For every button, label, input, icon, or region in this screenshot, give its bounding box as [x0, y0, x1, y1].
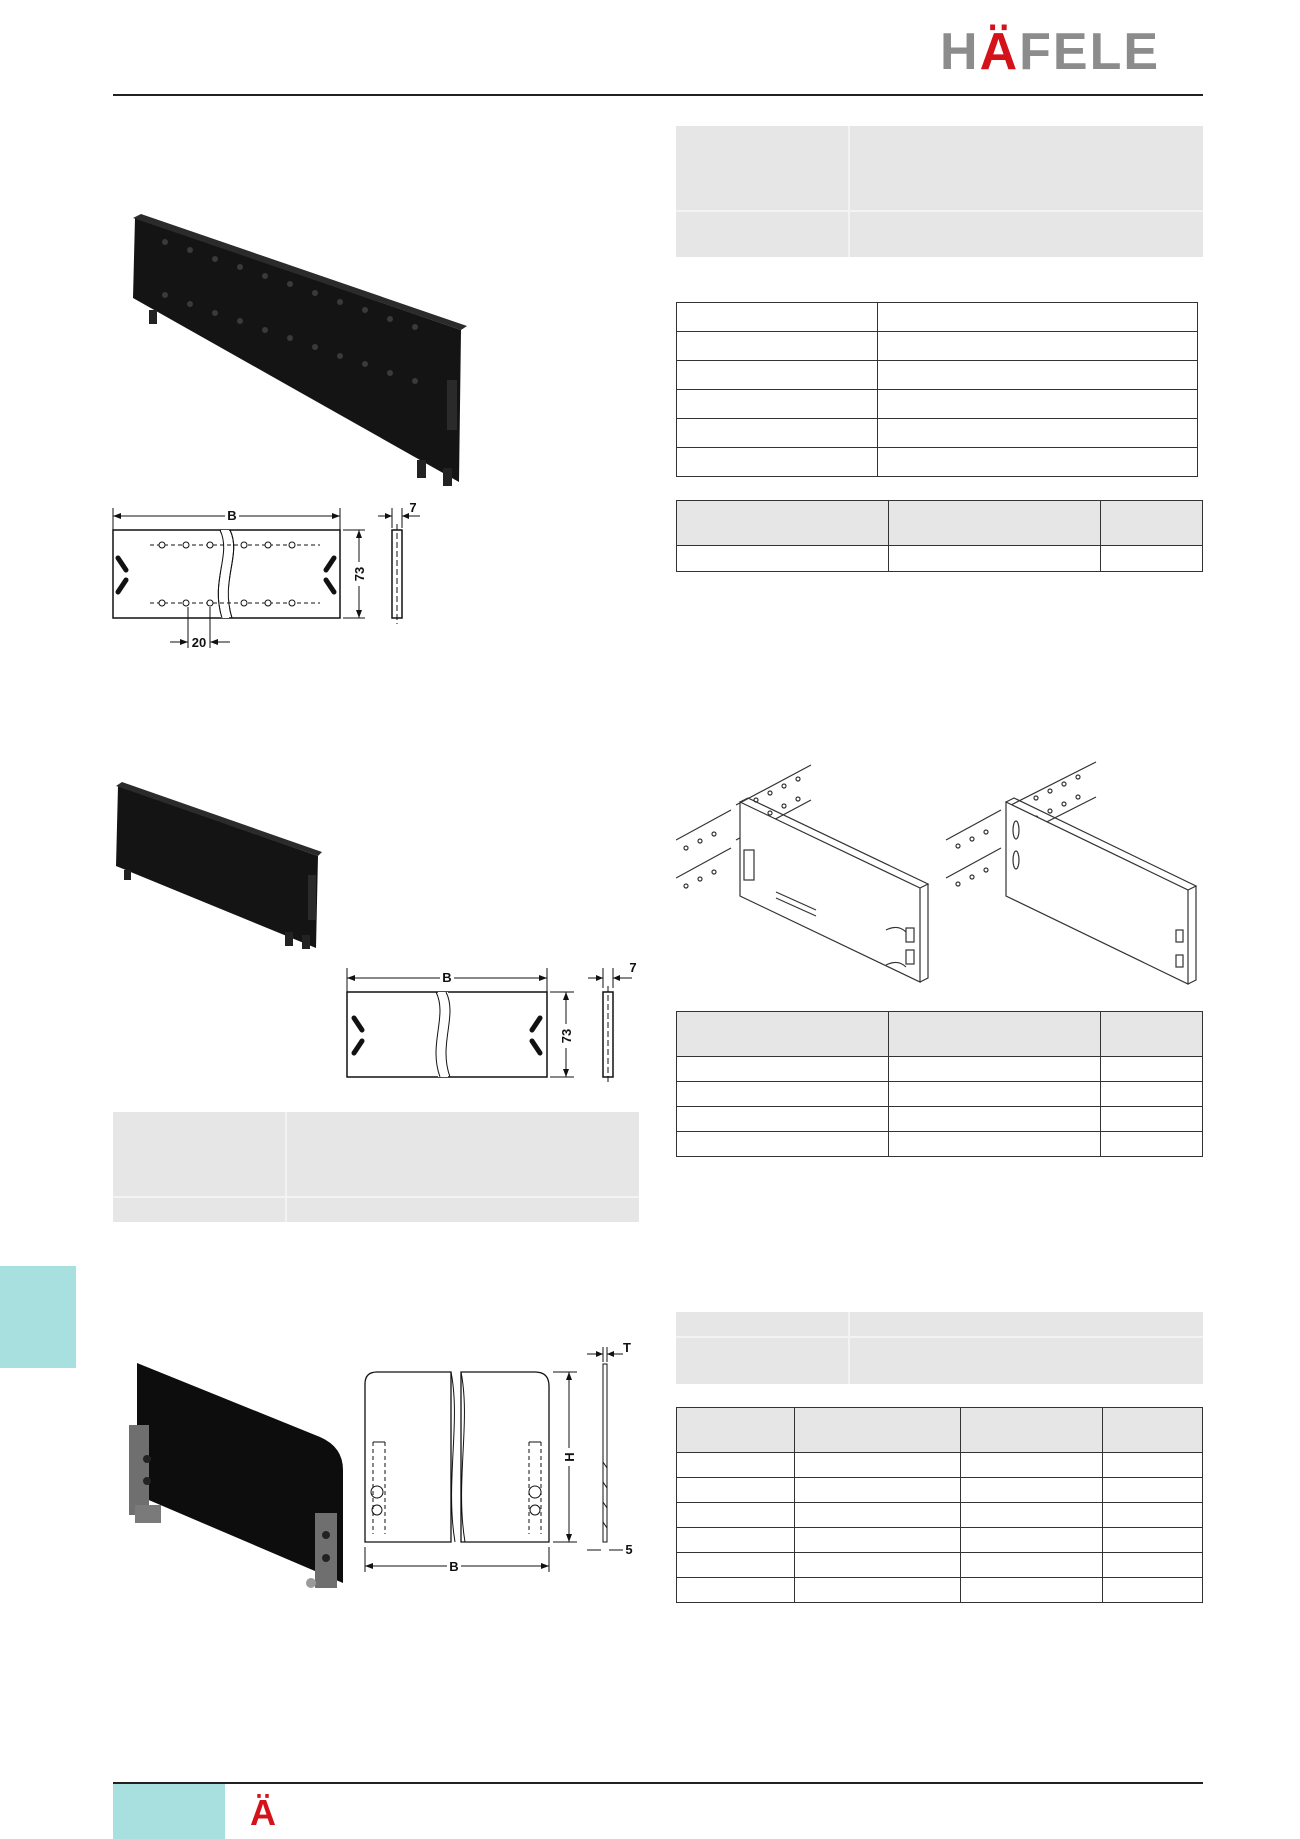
footer-brand-mark: Ä [250, 1792, 276, 1833]
installation-illustration [676, 761, 1198, 985]
table-header-cell [1100, 500, 1203, 546]
table-cell [676, 1106, 889, 1132]
table-header-cell [676, 1011, 889, 1057]
table-cell [1102, 1552, 1203, 1578]
table-header-cell [1100, 1011, 1203, 1057]
table-cell [877, 302, 1198, 332]
footer-rule [113, 1782, 1203, 1784]
table-header-cell [960, 1407, 1103, 1453]
table-cell [888, 1056, 1101, 1082]
dim-label-73: 73 [559, 1029, 574, 1043]
dim-label-20: 20 [192, 635, 206, 650]
table-cell [1102, 1452, 1203, 1478]
table-cell [960, 1577, 1103, 1603]
table-cell [1100, 1056, 1203, 1082]
table-cell [888, 545, 1101, 572]
table-cell [794, 1552, 961, 1578]
table-cell [676, 1552, 795, 1578]
table-cell [960, 1452, 1103, 1478]
dim-label-h: H [562, 1452, 577, 1461]
technical-drawing-2: B 73 7 [346, 960, 637, 1083]
table-cell [676, 1477, 795, 1503]
info-panel-3 [676, 1312, 1203, 1384]
product-photo-panel-plain [116, 782, 322, 949]
table-cell [676, 360, 878, 390]
product-photo-divider-with-brackets [129, 1363, 343, 1588]
table-cell [1100, 545, 1203, 572]
spec-table-3 [676, 1011, 1203, 1157]
table-cell [676, 1452, 795, 1478]
dim-label-t: T [623, 1342, 631, 1355]
table-cell [1100, 1106, 1203, 1132]
table-header-cell [1102, 1407, 1203, 1453]
table-cell [888, 1081, 1101, 1107]
table-header-cell [676, 500, 889, 546]
table-cell [877, 360, 1198, 390]
table-cell [794, 1577, 961, 1603]
table-cell [960, 1527, 1103, 1553]
table-cell [676, 1577, 795, 1603]
table-cell [888, 1131, 1101, 1157]
table-cell [1100, 1131, 1203, 1157]
footer-tab [113, 1782, 225, 1839]
table-cell [877, 389, 1198, 419]
table-cell [676, 389, 878, 419]
table-cell [676, 331, 878, 361]
logo-part-a-umlaut: Ä [979, 23, 1020, 81]
table-cell [676, 1056, 889, 1082]
technical-drawing-1: B 73 20 7 [112, 500, 420, 650]
table-cell [1102, 1502, 1203, 1528]
table-cell [877, 447, 1198, 477]
logo-part-fele: FELE [1019, 23, 1161, 81]
table-cell [676, 1502, 795, 1528]
table-cell [1102, 1577, 1203, 1603]
table-cell [877, 331, 1198, 361]
table-cell [794, 1527, 961, 1553]
dim-label-73: 73 [352, 567, 367, 581]
product-photo-panel-perforated [133, 214, 467, 486]
dim-label-7: 7 [629, 960, 636, 975]
table-cell [676, 302, 878, 332]
dim-label-b: B [442, 970, 451, 985]
table-cell [676, 1081, 889, 1107]
table-cell [877, 418, 1198, 448]
header-rule [113, 94, 1203, 96]
table-cell [794, 1502, 961, 1528]
table-cell [676, 418, 878, 448]
dim-label-b: B [449, 1559, 458, 1574]
technical-drawing-3: B H T 5 [364, 1342, 633, 1574]
spec-table-2 [676, 500, 1203, 572]
table-cell [676, 447, 878, 477]
brand-logo: HÄFELE [940, 26, 1160, 78]
table-header-cell [676, 1407, 795, 1453]
spec-table-4 [676, 1407, 1203, 1603]
table-cell [1100, 1081, 1203, 1107]
table-cell [888, 1106, 1101, 1132]
info-panel-2 [113, 1112, 639, 1222]
table-cell [794, 1477, 961, 1503]
logo-part-h: H [940, 23, 980, 81]
table-cell [794, 1452, 961, 1478]
table-cell [960, 1477, 1103, 1503]
table-header-cell [888, 500, 1101, 546]
table-cell [960, 1502, 1103, 1528]
dim-label-7: 7 [409, 500, 416, 515]
table-cell [676, 1527, 795, 1553]
table-cell [1102, 1477, 1203, 1503]
table-cell [1102, 1527, 1203, 1553]
section-tab-marker [0, 1266, 76, 1368]
dim-label-b: B [227, 508, 236, 523]
table-cell [676, 545, 889, 572]
table-header-cell [888, 1011, 1101, 1057]
table-header-cell [794, 1407, 961, 1453]
table-cell [676, 1131, 889, 1157]
table-cell [960, 1552, 1103, 1578]
dim-label-5: 5 [625, 1542, 632, 1557]
spec-table-1 [676, 302, 1198, 477]
info-panel-1 [676, 126, 1203, 257]
